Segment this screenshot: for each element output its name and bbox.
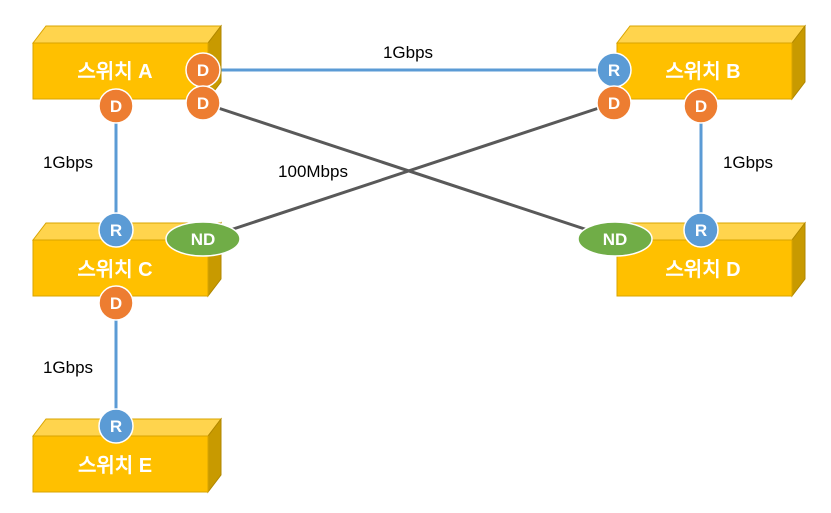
switch-e: 스위치 E: [31, 417, 223, 494]
port-a-d-designated: [185, 85, 221, 121]
switch-b: 스위치 B: [615, 24, 807, 101]
port-b-a-label: R: [608, 61, 620, 80]
port-c-e-label: D: [110, 294, 122, 313]
switch-e-label: 스위치 E: [78, 454, 152, 477]
links: [114, 68, 703, 426]
port-c-a-root: [98, 212, 134, 248]
port-a-b-label: D: [197, 61, 209, 80]
port-c-b-nondesignated: [165, 221, 241, 257]
port-a-c-designated: [98, 88, 134, 124]
ports: D D D R D D R ND D R ND R: [98, 52, 719, 444]
port-a-c-label: D: [110, 97, 122, 116]
port-a-d-label: D: [197, 94, 209, 113]
link-a-c-speed: 1Gbps: [43, 153, 93, 172]
port-e-c-label: R: [110, 417, 122, 436]
switch-a-label: 스위치 A: [77, 60, 152, 83]
link-a-b-speed: 1Gbps: [383, 43, 433, 62]
switch-d: 스위치 D: [615, 221, 807, 298]
switch-c-label: 스위치 C: [77, 258, 152, 281]
link-labels: 1Gbps 1Gbps 1Gbps 1Gbps 100Mbps: [43, 43, 773, 377]
link-c-b: [202, 101, 615, 241]
port-b-c-designated: [596, 85, 632, 121]
port-b-c-label: D: [608, 94, 620, 113]
switch-d-label: 스위치 D: [665, 258, 740, 281]
switch-b-top: [615, 25, 807, 44]
port-b-d-label: D: [695, 97, 707, 116]
port-d-a-nondesignated: [577, 221, 653, 257]
port-d-b-root: [683, 212, 719, 248]
port-d-a-label: ND: [603, 230, 628, 249]
port-e-c-root: [98, 408, 134, 444]
port-d-b-label: R: [695, 221, 707, 240]
switch-a-top: [31, 25, 223, 44]
link-c-e-speed: 1Gbps: [43, 358, 93, 377]
switch-b-label: 스위치 B: [665, 60, 740, 83]
port-b-d-designated: [683, 88, 719, 124]
port-c-e-designated: [98, 285, 134, 321]
link-cross-speed: 100Mbps: [278, 162, 348, 181]
link-b-d-speed: 1Gbps: [723, 153, 773, 172]
port-c-b-label: ND: [191, 230, 216, 249]
port-c-a-label: R: [110, 221, 122, 240]
